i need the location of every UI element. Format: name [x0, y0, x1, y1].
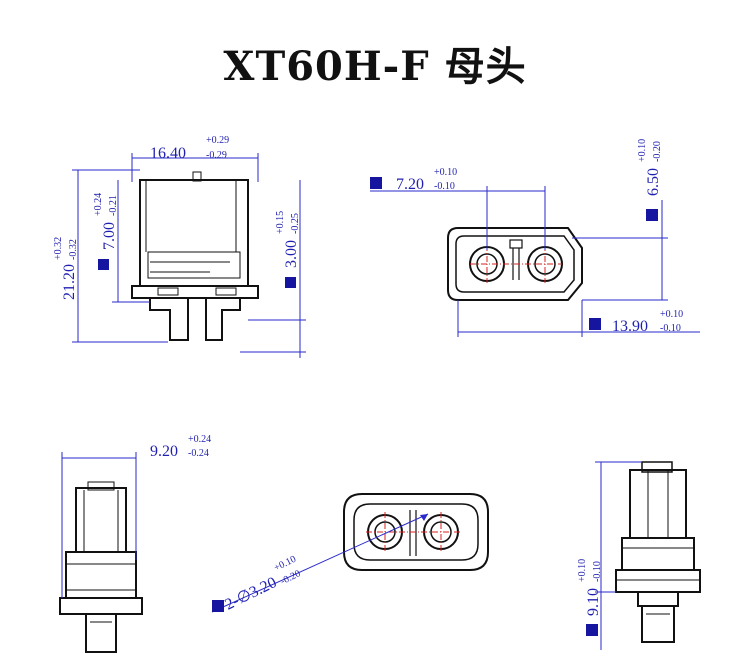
front-body-plus: +0.24 [93, 193, 104, 216]
plug-height-plus: +0.10 [637, 139, 648, 162]
plug-height-minus: -0.20 [652, 141, 663, 162]
pitch-minus: -0.10 [434, 181, 455, 192]
side-width-value: 9.20 [150, 443, 178, 460]
plug-width-marker-icon [589, 318, 601, 330]
plug-width-minus: -0.10 [660, 323, 681, 334]
front-pin-marker-icon [285, 277, 296, 288]
front-view-flange [131, 285, 259, 299]
plug-height-value: 6.50 [645, 168, 662, 196]
side-view: 9.20 +0.24 -0.24 [59, 434, 211, 653]
front-width-minus: -0.29 [206, 150, 227, 161]
front-body-marker-icon [98, 259, 109, 270]
front-width-plus: +0.29 [206, 135, 229, 146]
front-height-value: 21.20 [61, 264, 78, 300]
front-body-minus: -0.21 [108, 195, 119, 216]
plug-width-value: 13.90 [612, 318, 648, 335]
side-height-plus: +0.10 [577, 559, 588, 582]
side-width-minus: -0.24 [188, 448, 209, 459]
side-height-minus: -0.10 [592, 561, 603, 582]
drawing-title: XT60H-F 母头 [223, 43, 527, 90]
pitch-value: 7.20 [396, 176, 424, 193]
hole-diameter-value: 2-∅3.20 [222, 574, 279, 614]
front-view: 16.40 +0.29 -0.29 21.20 +0.32 -0.32 7.00… [53, 135, 306, 358]
plug-width-plus: +0.10 [660, 309, 683, 320]
end-view: 7.20 +0.10 -0.10 6.50 +0.10 -0.20 13.90 … [370, 139, 700, 337]
pitch-marker-icon [370, 177, 382, 189]
front-view-left-cup [149, 298, 189, 341]
front-view-latch [192, 171, 202, 182]
rear-side-view: 9.10 +0.10 -0.10 [577, 461, 701, 650]
bottom-view-outline [343, 493, 489, 571]
front-view-body [139, 179, 249, 287]
rear-view-body [629, 469, 687, 539]
side-view-flange [65, 551, 137, 599]
hole-marker-icon [212, 600, 224, 612]
front-height-minus: -0.32 [68, 239, 79, 260]
front-pin-plus: +0.15 [275, 211, 286, 234]
front-body-value: 7.00 [101, 222, 118, 250]
end-view-outline [447, 227, 583, 301]
bottom-view: 2-∅3.20 +0.10 -0.20 [211, 493, 489, 614]
side-view-cup [85, 613, 117, 653]
front-height-plus: +0.32 [53, 237, 64, 260]
side-width-plus: +0.24 [188, 434, 211, 445]
side-height-marker-icon [586, 624, 598, 636]
front-pin-value: 3.00 [283, 240, 300, 268]
plug-height-marker-icon [646, 209, 658, 221]
front-view-right-cup [205, 298, 241, 341]
side-height-value: 9.10 [585, 588, 602, 616]
rear-view-cup [641, 605, 675, 643]
front-pin-minus: -0.25 [290, 213, 301, 234]
pitch-plus: +0.10 [434, 167, 457, 178]
rear-view-flange [621, 537, 695, 571]
front-width-value: 16.40 [150, 145, 186, 162]
